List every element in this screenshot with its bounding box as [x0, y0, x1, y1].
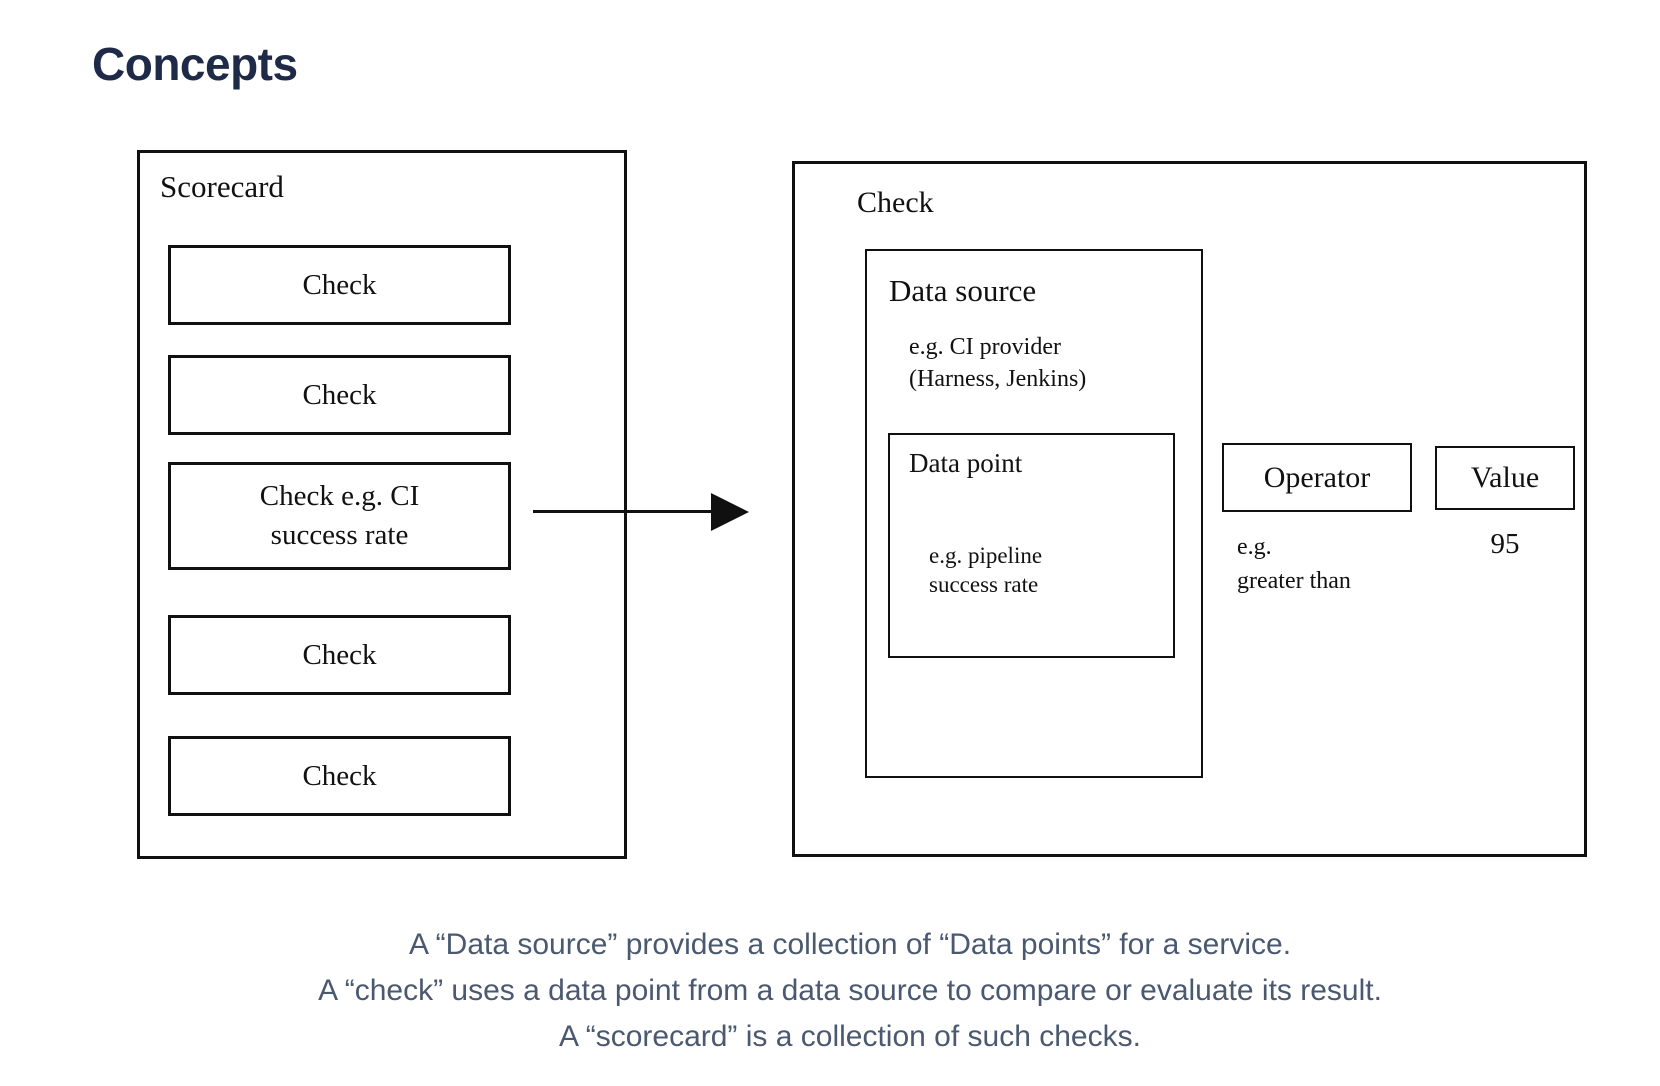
data-source-example-line1: e.g. CI provider: [909, 334, 1061, 360]
operator-box: Operator: [1222, 443, 1412, 512]
operator-example-line1: e.g.: [1237, 534, 1272, 560]
data-source-label: Data source: [889, 273, 1037, 308]
data-source-box: Data source e.g. CI provider (Harness, J…: [865, 249, 1203, 778]
scorecard-check-item: Check: [168, 355, 511, 435]
scorecard-box: Scorecard Check Check Check e.g. CI succ…: [137, 150, 627, 859]
flow-arrow-line: [533, 510, 713, 513]
value-box: Value: [1435, 446, 1575, 510]
caption-line1: A “Data source” provides a collection of…: [408, 928, 1292, 961]
caption-line3: A “scorecard” is a collection of such ch…: [559, 1020, 1141, 1053]
scorecard-check-item-ci-success-rate: Check e.g. CI success rate: [168, 462, 511, 570]
value-example-number: 95: [1490, 528, 1520, 560]
scorecard-check-item: Check: [168, 736, 511, 816]
caption-text-block: A “Data source” provides a collection of…: [40, 922, 1660, 1060]
caption-line2: A “check” uses a data point from a data …: [318, 974, 1382, 1007]
operator-example-text: e.g. greater than: [1237, 530, 1351, 598]
flow-arrow-head-icon: [711, 493, 749, 531]
data-point-label: Data point: [909, 448, 1023, 478]
data-source-example-text: e.g. CI provider (Harness, Jenkins): [909, 331, 1086, 395]
data-point-box: Data point e.g. pipeline success rate: [888, 433, 1175, 658]
check-detail-label: Check: [857, 186, 934, 219]
scorecard-check-item: Check: [168, 615, 511, 695]
data-source-example-line2: (Harness, Jenkins): [909, 366, 1087, 392]
scorecard-check-item: Check: [168, 245, 511, 325]
scorecard-label: Scorecard: [160, 169, 284, 204]
page-title: Concepts: [92, 37, 298, 90]
data-point-example-line2: success rate: [929, 572, 1039, 597]
data-point-example-line1: e.g. pipeline: [929, 543, 1043, 568]
data-point-example-text: e.g. pipeline success rate: [929, 541, 1042, 599]
operator-example-line2: greater than: [1237, 568, 1351, 594]
